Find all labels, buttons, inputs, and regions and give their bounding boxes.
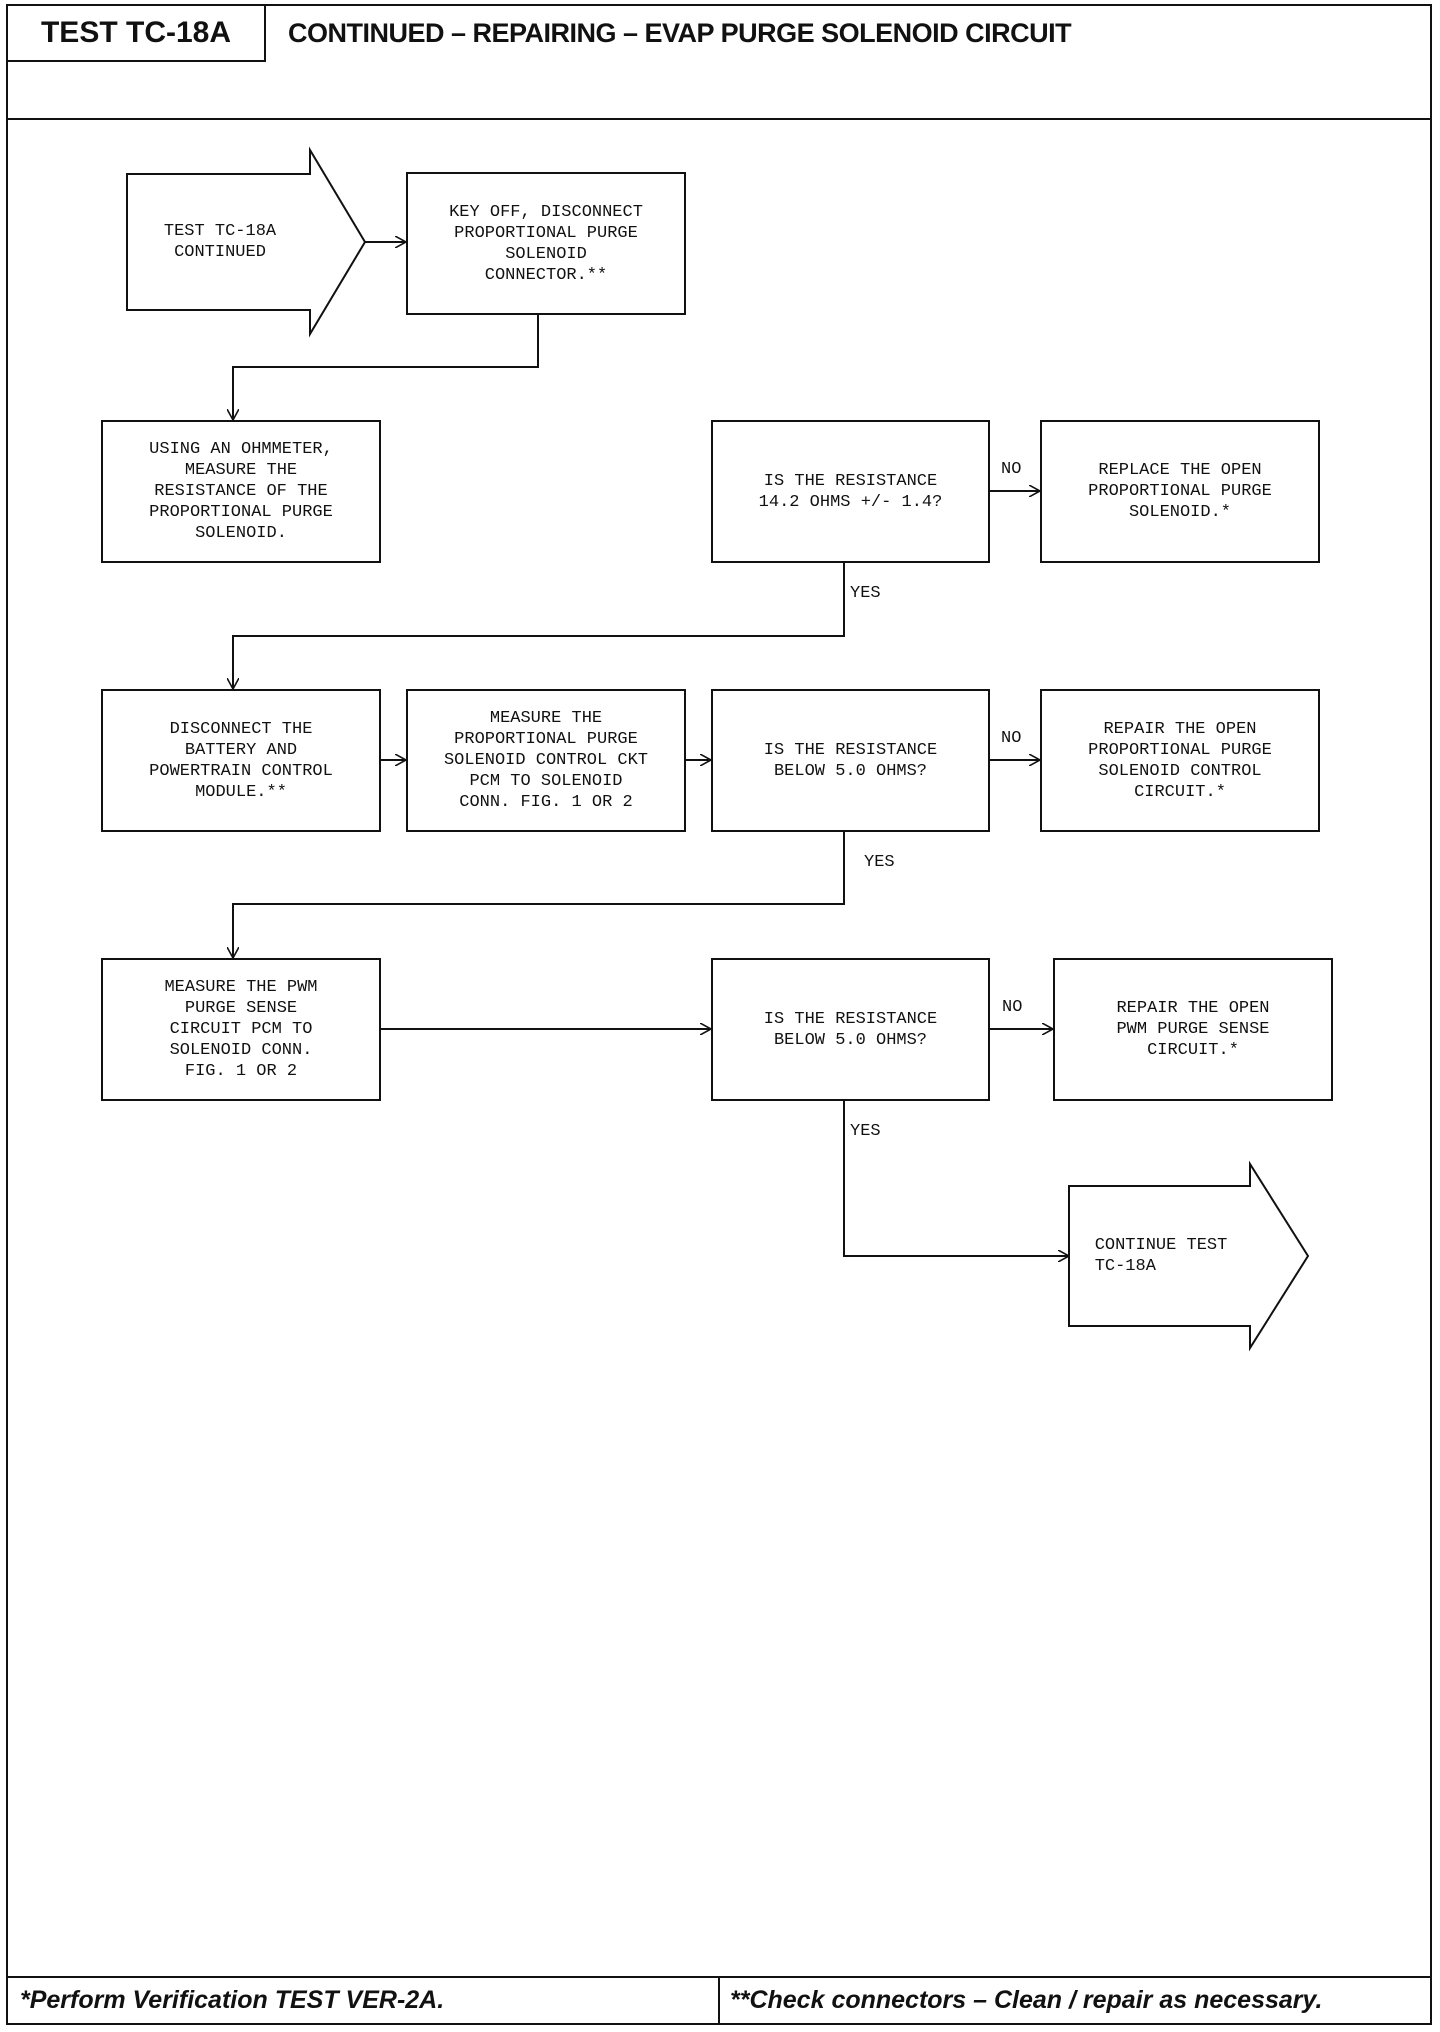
resistance-check-14-box: IS THE RESISTANCE 14.2 OHMS +/- 1.4? [711, 420, 990, 563]
end-arrow: CONTINUE TEST TC-18A [1072, 1188, 1250, 1324]
footnote-verification: *Perform Verification TEST VER-2A. [20, 1986, 445, 2014]
resistance-check-5-text: IS THE RESISTANCE BELOW 5.0 OHMS? [763, 740, 938, 781]
footer-column-divider [718, 1976, 720, 2025]
repair-pwm-circuit-text: REPAIR THE OPEN PWM PURGE SENSE CIRCUIT.… [1116, 999, 1270, 1060]
yes-label-3: YES [850, 1122, 881, 1141]
repair-control-circuit-box: REPAIR THE OPEN PROPORTIONAL PURGE SOLEN… [1040, 689, 1320, 832]
resistance-check-14-text: IS THE RESISTANCE 14.2 OHMS +/- 1.4? [758, 471, 943, 512]
no-label-1: NO [1001, 460, 1022, 479]
test-id: TEST TC-18A [40, 16, 232, 49]
measure-control-circuit-text: MEASURE THE PROPORTIONAL PURGE SOLENOID … [443, 709, 649, 812]
start-arrow-label: TEST TC-18A CONTINUED [163, 222, 277, 262]
repair-pwm-circuit-box: REPAIR THE OPEN PWM PURGE SENSE CIRCUIT.… [1053, 958, 1333, 1101]
header-divider [6, 118, 1432, 120]
yes-label-2: YES [864, 853, 895, 872]
resistance-check-pwm-box: IS THE RESISTANCE BELOW 5.0 OHMS? [711, 958, 990, 1101]
repair-control-circuit-text: REPAIR THE OPEN PROPORTIONAL PURGE SOLEN… [1088, 719, 1272, 802]
measure-control-circuit-box: MEASURE THE PROPORTIONAL PURGE SOLENOID … [406, 689, 686, 832]
measure-pwm-circuit-box: MEASURE THE PWM PURGE SENSE CIRCUIT PCM … [101, 958, 381, 1101]
test-id-box [6, 4, 266, 62]
disconnect-battery-box: DISCONNECT THE BATTERY AND POWERTRAIN CO… [101, 689, 381, 832]
replace-solenoid-box: REPLACE THE OPEN PROPORTIONAL PURGE SOLE… [1040, 420, 1320, 563]
disconnect-battery-text: DISCONNECT THE BATTERY AND POWERTRAIN CO… [149, 719, 333, 802]
resistance-check-pwm-text: IS THE RESISTANCE BELOW 5.0 OHMS? [763, 1009, 938, 1050]
key-off-disconnect-text: KEY OFF, DISCONNECT PROPORTIONAL PURGE S… [449, 202, 643, 285]
key-off-disconnect-box: KEY OFF, DISCONNECT PROPORTIONAL PURGE S… [406, 172, 686, 315]
yes-label-1: YES [850, 584, 881, 603]
page-title: CONTINUED – REPAIRING – EVAP PURGE SOLEN… [288, 18, 1072, 48]
end-arrow-label: CONTINUE TEST TC-18A [1094, 1236, 1228, 1276]
measure-pwm-circuit-text: MEASURE THE PWM PURGE SENSE CIRCUIT PCM … [164, 978, 318, 1081]
no-label-2: NO [1001, 729, 1022, 748]
no-label-3: NO [1002, 998, 1023, 1017]
ohmmeter-measure-text: USING AN OHMMETER, MEASURE THE RESISTANC… [149, 440, 333, 543]
replace-solenoid-text: REPLACE THE OPEN PROPORTIONAL PURGE SOLE… [1088, 461, 1272, 522]
footnote-connectors: **Check connectors – Clean / repair as n… [730, 1986, 1323, 2014]
start-arrow: TEST TC-18A CONTINUED [130, 176, 310, 308]
start-arrow-shape [126, 146, 367, 338]
resistance-check-5-box: IS THE RESISTANCE BELOW 5.0 OHMS? [711, 689, 990, 832]
end-arrow-shape [1068, 1160, 1310, 1352]
ohmmeter-measure-box: USING AN OHMMETER, MEASURE THE RESISTANC… [101, 420, 381, 563]
